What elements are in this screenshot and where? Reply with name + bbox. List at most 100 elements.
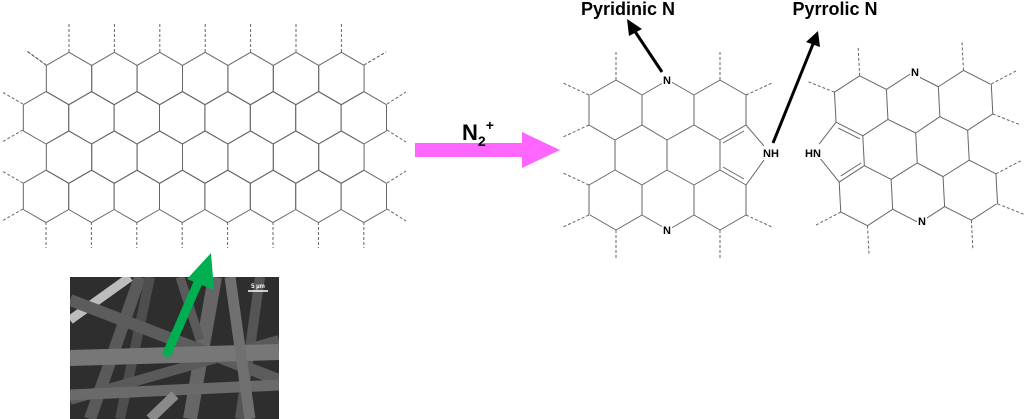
bond: [719, 169, 747, 186]
bond: [942, 176, 946, 207]
pyridinic-n-atom: N: [911, 67, 919, 79]
bond: [136, 130, 161, 145]
bond: [204, 209, 228, 224]
scale-bar: 5 µm: [248, 284, 268, 292]
bond: [938, 69, 964, 88]
dangling-bond: [992, 113, 1020, 126]
atom-label-background: [762, 146, 780, 159]
bond: [159, 51, 183, 66]
bond: [722, 130, 745, 144]
bond: [136, 51, 161, 66]
pyrrolic-arrow: [771, 31, 820, 144]
dangling-bond: [1, 129, 24, 143]
pyrrolic-nh-atom: NH: [763, 148, 779, 160]
bond: [939, 116, 968, 131]
bond: [341, 130, 365, 145]
dangling-bond: [857, 45, 861, 76]
bond: [204, 130, 229, 145]
bond: [250, 169, 274, 184]
bond: [937, 86, 941, 117]
bond: [227, 169, 251, 184]
fiber: [224, 277, 256, 419]
bond: [113, 91, 138, 106]
pyridinic-n-label: Pyridinic N: [581, 0, 675, 19]
bond: [91, 51, 115, 66]
dangling-bond: [562, 124, 590, 138]
bond: [181, 91, 206, 106]
bond: [615, 214, 643, 231]
bond: [295, 169, 319, 184]
dangling-bond: [1, 208, 24, 222]
dangling-bond: [386, 208, 407, 222]
bond: [227, 91, 251, 106]
bond: [614, 169, 643, 186]
bond: [318, 51, 342, 66]
bond: [363, 169, 387, 184]
reagent-label: N2+: [462, 117, 494, 149]
bond: [91, 169, 115, 184]
dangling-bond: [386, 91, 407, 105]
bond: [862, 135, 865, 166]
bond: [91, 91, 115, 106]
bond: [834, 75, 860, 93]
bond: [340, 169, 365, 184]
dangling-bond: [866, 225, 870, 256]
bond: [917, 162, 944, 178]
bond: [942, 159, 970, 178]
bond: [136, 169, 160, 184]
bond: [68, 130, 92, 145]
bond: [693, 124, 721, 141]
dangling-bond: [386, 129, 407, 143]
bond: [615, 79, 643, 96]
pyrrolic-n-label: Pyrrolic N: [792, 0, 877, 19]
pristine-graphene-lattice: [1, 24, 407, 248]
bond: [915, 132, 918, 163]
dangling-bond: [1, 91, 24, 105]
bond: [136, 209, 160, 224]
bond: [250, 91, 274, 106]
bond: [840, 211, 868, 227]
bond: [890, 179, 894, 210]
dangling-bond: [970, 220, 974, 251]
bond: [666, 169, 695, 186]
bond: [990, 83, 994, 114]
bond: [45, 169, 69, 184]
bond: [887, 118, 916, 134]
bond: [363, 91, 387, 106]
bond: [114, 130, 138, 145]
bond: [68, 91, 92, 106]
bond: [204, 91, 228, 106]
bond: [318, 169, 342, 184]
bond: [719, 79, 747, 96]
bond: [181, 169, 206, 184]
bond: [719, 124, 747, 141]
dangling-bond: [815, 211, 841, 226]
bond: [159, 169, 183, 184]
bond: [915, 116, 941, 134]
atom-label-background: [917, 214, 927, 227]
atom-label-background: [662, 73, 672, 86]
bond: [91, 130, 115, 145]
bond: [614, 124, 643, 141]
bond: [693, 169, 721, 186]
bond: [667, 214, 695, 231]
fiber: [70, 344, 279, 366]
bond: [885, 89, 889, 120]
bond: [864, 165, 892, 180]
bond: [273, 51, 297, 66]
bond: [818, 121, 837, 145]
bond: [250, 130, 274, 145]
atom-label-background: [910, 65, 920, 78]
bond: [250, 51, 274, 66]
pyridinic-n-atom: N: [663, 75, 671, 87]
bond: [666, 124, 695, 141]
bond: [968, 159, 997, 175]
bond: [272, 91, 296, 106]
bond: [159, 130, 183, 145]
bond: [46, 130, 70, 145]
bond: [588, 124, 616, 141]
bond: [273, 130, 297, 145]
bond: [967, 130, 970, 161]
bond: [833, 92, 837, 123]
